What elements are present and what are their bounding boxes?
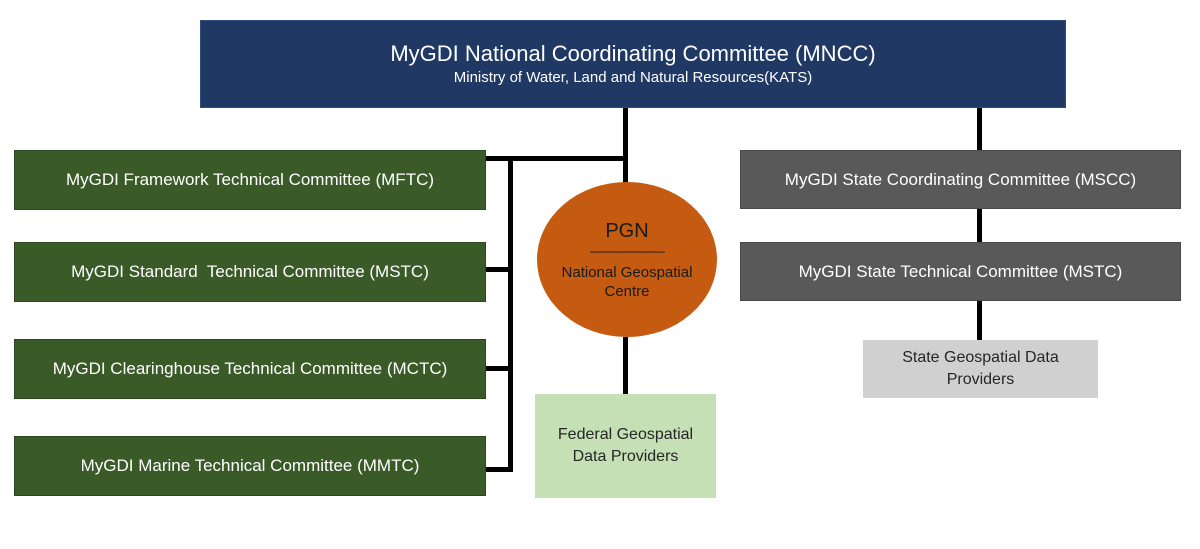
connector-mncc-to-mscc: [977, 108, 982, 150]
mmtc-label: MyGDI Marine Technical Committee (MMTC): [80, 456, 420, 475]
mstc-label: MyGDI Standard Technical Committee (MSTC…: [71, 262, 429, 281]
connector-vertical-left: [508, 156, 513, 472]
pgn-subtitle-line1: National Geospatial: [561, 263, 693, 281]
connector-horizontal-top: [486, 156, 628, 161]
mncc-title: MyGDI National Coordinating Committee (M…: [390, 41, 876, 66]
mftc-label: MyGDI Framework Technical Committee (MFT…: [65, 170, 435, 189]
pgn-separator: -------------------------: [589, 243, 666, 258]
pgn-ellipse: PGN ------------------------- National G…: [537, 182, 717, 337]
state-mstc-box: MyGDI State Technical Committee (MSTC): [740, 242, 1181, 301]
connector-pgn-to-federal: [623, 337, 628, 394]
mncc-subtitle: Ministry of Water, Land and Natural Reso…: [453, 69, 813, 86]
connector-state-mstc-to-providers: [977, 300, 982, 340]
pgn-title: PGN: [605, 219, 649, 242]
mctc-box: MyGDI Clearinghouse Technical Committee …: [14, 339, 486, 399]
mscc-box: MyGDI State Coordinating Committee (MSCC…: [740, 150, 1181, 209]
pgn-subtitle-line2: Centre: [604, 282, 650, 300]
state-providers-box: State Geospatial Data Providers: [863, 340, 1098, 398]
state-providers-line2: Providers: [946, 371, 1015, 388]
connector-mncc-to-pgn: [623, 108, 628, 184]
mscc-label: MyGDI State Coordinating Committee (MSCC…: [784, 169, 1137, 189]
connector-mscc-to-state-mstc: [977, 208, 982, 243]
mncc-box: MyGDI National Coordinating Committee (M…: [200, 20, 1066, 108]
mctc-label: MyGDI Clearinghouse Technical Committee …: [52, 359, 448, 378]
mstc-box: MyGDI Standard Technical Committee (MSTC…: [14, 242, 486, 302]
mmtc-box: MyGDI Marine Technical Committee (MMTC): [14, 436, 486, 496]
state-mstc-label: MyGDI State Technical Committee (MSTC): [798, 261, 1123, 281]
connector-mctc: [486, 366, 513, 371]
state-providers-line1: State Geospatial Data: [902, 349, 1059, 366]
federal-providers-line1: Federal Geospatial: [557, 426, 694, 443]
mftc-box: MyGDI Framework Technical Committee (MFT…: [14, 150, 486, 210]
federal-providers-line2: Data Providers: [572, 448, 679, 465]
connector-mstc: [486, 267, 513, 272]
federal-providers-box: Federal Geospatial Data Providers: [535, 394, 716, 498]
connector-mmtc: [486, 467, 513, 472]
